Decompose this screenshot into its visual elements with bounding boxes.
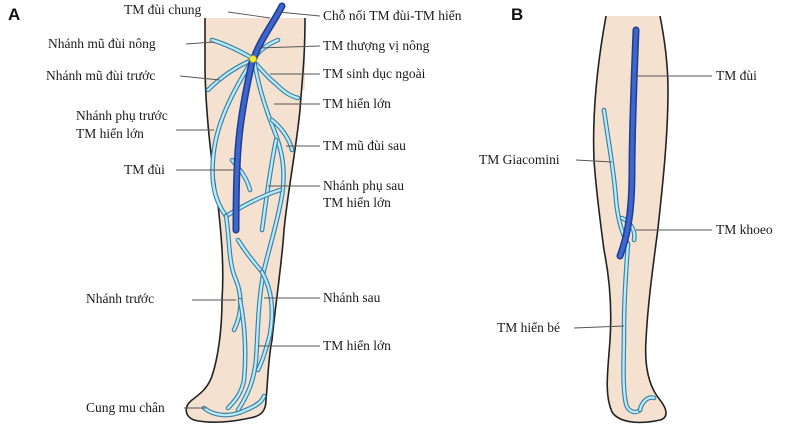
label-femoral-vein-b: TM đùi: [716, 68, 757, 83]
label-external-pudendal: TM sinh dục ngoài: [323, 66, 426, 81]
label-posterior-circumflex: TM mũ đùi sau: [323, 138, 406, 153]
label-anterior-circumflex: Nhánh mũ đùi trước: [46, 68, 155, 83]
label-great-saphenous-lower: TM hiển lớn: [323, 338, 391, 353]
label-dorsal-venous-arch: Cung mu chân: [86, 400, 165, 415]
leg-a-outline: [185, 17, 306, 423]
label-popliteal-vein: TM khoeo: [716, 222, 773, 237]
labels: A B TM đùi chung Chỗ nối TM đùi-TM hiển …: [8, 2, 773, 415]
panel-label-a: A: [8, 5, 20, 24]
label-femoral-vein-a: TM đùi: [124, 162, 165, 177]
label-giacomini-vein: TM Giacomini: [479, 152, 560, 167]
leader-lines: [176, 11, 712, 409]
panel-label-b: B: [511, 5, 523, 24]
superficial-veins-b: [601, 107, 657, 415]
deep-veins-b: [616, 26, 640, 260]
deep-veins-a: [232, 2, 286, 234]
saphenofemoral-junction-marker: [249, 55, 257, 63]
label-great-saphenous-upper: TM hiển lớn: [323, 96, 391, 111]
leg-a: [185, 2, 306, 423]
leg-b: [592, 8, 669, 424]
label-small-saphenous-vein: TM hiển bé: [497, 320, 560, 335]
label-posterior-branch: Nhánh sau: [323, 290, 381, 305]
label-common-femoral-vein: TM đùi chung: [124, 2, 201, 17]
label-superficial-circumflex-iliac: Nhánh mũ đùi nông: [48, 36, 156, 51]
label-saphenofemoral-junction: Chỗ nối TM đùi-TM hiển: [323, 8, 462, 23]
label-anterior-accessory-1: Nhánh phụ trước: [76, 108, 168, 123]
label-superficial-epigastric: TM thượng vị nông: [323, 38, 430, 53]
label-posterior-accessory-1: Nhánh phụ sau: [323, 178, 404, 193]
label-anterior-branch: Nhánh trước: [86, 291, 154, 306]
superficial-veins-a: [201, 37, 301, 418]
label-anterior-accessory-2: TM hiển lớn: [76, 126, 144, 141]
label-posterior-accessory-2: TM hiển lớn: [323, 195, 391, 210]
